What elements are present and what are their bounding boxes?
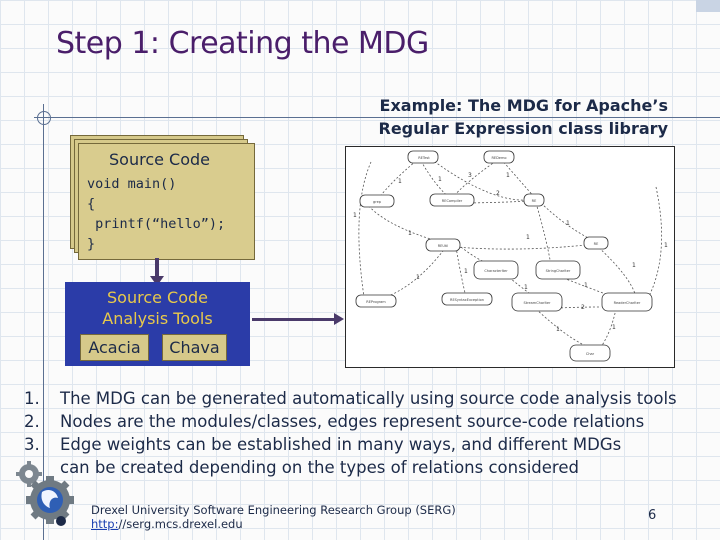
list-text: The MDG can be generated automatically u… [60, 389, 677, 408]
svg-text:1: 1 [632, 262, 636, 269]
analysis-tools-title: Source Code Analysis Tools [65, 287, 250, 329]
svg-text:1: 1 [408, 230, 412, 237]
svg-text:StreamCharIter: StreamCharIter [524, 301, 551, 305]
list-item: 1. The MDG can be generated automaticall… [24, 387, 720, 410]
svg-text:REProgram: REProgram [366, 300, 386, 304]
svg-text:1: 1 [612, 324, 616, 331]
footer-url-prefix[interactable]: http: [91, 517, 119, 531]
svg-text:1: 1 [556, 326, 560, 333]
tool-chava: Chava [162, 334, 227, 361]
svg-text:1: 1 [416, 274, 420, 281]
code-line: } [87, 236, 96, 252]
svg-text:REUtil: REUtil [438, 244, 449, 248]
svg-text:1: 1 [506, 172, 510, 179]
list-number: 3. [24, 435, 40, 454]
down-arrow-head [150, 276, 164, 286]
rule-circle [37, 111, 51, 125]
footer-url-rest[interactable]: //serg.mcs.drexel.edu [118, 517, 243, 531]
code-line: { [87, 196, 96, 212]
title-rule [34, 117, 720, 118]
svg-text:ReaderCharIter: ReaderCharIter [614, 301, 641, 305]
bullet-list: 1. The MDG can be generated automaticall… [24, 387, 720, 479]
svg-text:1: 1 [398, 178, 402, 185]
tools-title-line-1: Source Code [107, 288, 208, 307]
footer-url[interactable]: http://serg.mcs.drexel.edu [91, 517, 243, 531]
svg-text:RESyntaxException: RESyntaxException [450, 298, 484, 302]
right-arrow-shaft [252, 318, 336, 321]
footer-organization: Drexel University Software Engineering R… [91, 503, 456, 517]
example-line-1: Example: The MDG for Apache’s [379, 96, 668, 115]
list-text-continued: can be created depending on the types of… [60, 458, 579, 477]
svg-text:RETest: RETest [418, 156, 430, 160]
right-arrow-head [334, 313, 344, 325]
svg-text:1: 1 [664, 242, 668, 249]
list-item: 3. Edge weights can be established in ma… [24, 433, 720, 479]
page-number: 6 [648, 508, 657, 523]
list-number: 2. [24, 412, 40, 431]
code-line: void main() [87, 176, 177, 192]
example-caption: Example: The MDG for Apache’s Regular Ex… [300, 94, 669, 140]
slide-title: Step 1: Creating the MDG [56, 26, 429, 61]
svg-text:StringCharIter: StringCharIter [546, 269, 571, 273]
svg-text:2: 2 [581, 304, 585, 311]
mdg-graph-image: RETest REDemo grep RECompiler RE REUtil … [345, 146, 675, 368]
svg-text:1: 1 [524, 284, 528, 291]
svg-text:1: 1 [438, 176, 442, 183]
svg-text:1: 1 [526, 234, 530, 241]
svg-text:1: 1 [566, 220, 570, 227]
code-line: printf(“hello”); [87, 216, 226, 232]
svg-text:RECompiler: RECompiler [442, 199, 463, 203]
down-arrow-shaft [155, 258, 159, 278]
svg-text:1: 1 [464, 268, 468, 275]
tool-acacia: Acacia [80, 334, 149, 361]
example-line-2: Regular Expression class library [378, 119, 669, 138]
analysis-tools-box: Source Code Analysis Tools Acacia Chava [65, 282, 250, 366]
list-text: Nodes are the modules/classes, edges rep… [60, 412, 645, 431]
svg-text:Char: Char [586, 352, 595, 356]
mdg-graph-drawing: RETest REDemo grep RECompiler RE REUtil … [353, 150, 668, 362]
corner-accent [696, 0, 720, 12]
source-code-title: Source Code [109, 150, 210, 169]
svg-text:RE: RE [594, 242, 599, 246]
svg-text:1: 1 [353, 212, 357, 219]
list-number: 1. [24, 389, 40, 408]
list-text: Edge weights can be established in many … [60, 435, 622, 454]
svg-text:CharacterIter: CharacterIter [484, 269, 508, 273]
tools-title-line-2: Analysis Tools [102, 309, 213, 328]
source-code-text: void main() { printf(“hello”);} [87, 174, 225, 254]
svg-text:2: 2 [496, 190, 500, 197]
serg-logo-icon [16, 461, 74, 526]
list-item: 2. Nodes are the modules/classes, edges … [24, 410, 720, 433]
source-code-box: Source Code void main() { printf(“hello”)… [78, 143, 255, 260]
margin-rule [43, 104, 44, 540]
svg-text:REDemo: REDemo [491, 156, 506, 160]
svg-text:RE: RE [532, 199, 537, 203]
svg-text:3: 3 [468, 172, 472, 179]
svg-text:1: 1 [584, 282, 588, 289]
svg-text:grep: grep [373, 200, 382, 204]
